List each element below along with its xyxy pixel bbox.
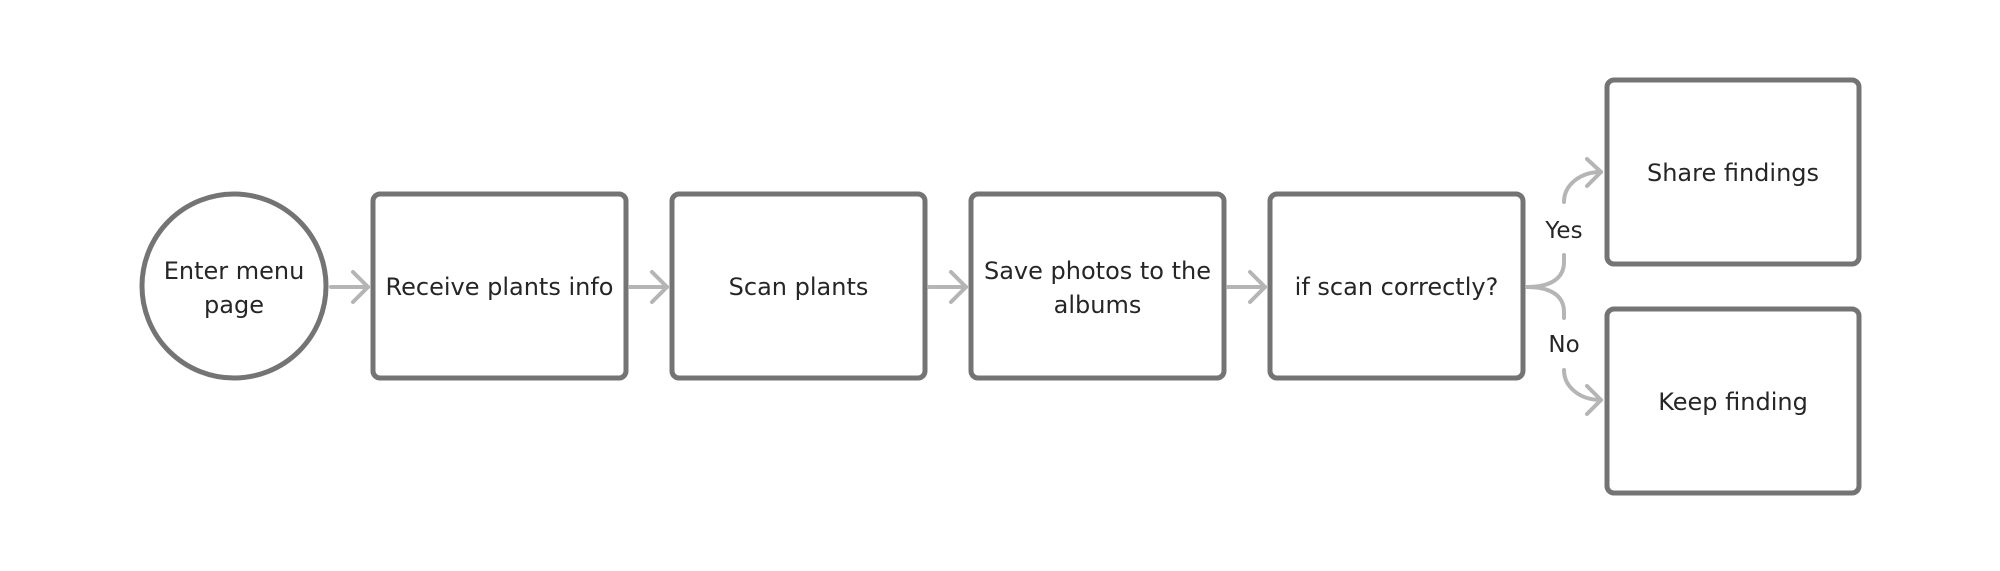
node-share-label: Share findings	[1647, 159, 1819, 187]
node-decision-label: if scan correctly?	[1295, 273, 1499, 301]
share-box	[1604, 77, 1862, 267]
keep-box	[1604, 306, 1862, 496]
start-circle	[139, 191, 329, 381]
node-start[interactable]: Enter menu page	[139, 191, 329, 381]
node-share[interactable]: Share findings	[1604, 77, 1862, 267]
node-start-label-line2: page	[204, 291, 264, 319]
node-start-label-line1: Enter menu	[164, 257, 305, 285]
arrow-start-to-receive	[329, 270, 370, 304]
decision-box	[1267, 191, 1526, 381]
arrow-yes-to-share	[1562, 157, 1603, 204]
save-box	[968, 191, 1227, 381]
node-receive[interactable]: Receive plants info	[370, 191, 629, 381]
arrow-scan-to-save	[927, 270, 968, 304]
receive-box	[370, 191, 629, 381]
scan-box	[669, 191, 928, 381]
node-save-label-line1: Save photos to the	[984, 257, 1211, 285]
node-save-label-line2: albums	[1054, 291, 1142, 319]
arrow-no-to-keep	[1562, 368, 1603, 416]
branch-yes-label: Yes	[1544, 218, 1582, 244]
branch-connector	[1525, 253, 1566, 320]
node-decision[interactable]: if scan correctly?	[1267, 191, 1526, 381]
node-save[interactable]: Save photos to the albums	[968, 191, 1227, 381]
node-scan[interactable]: Scan plants	[669, 191, 928, 381]
node-keep[interactable]: Keep finding	[1604, 306, 1862, 496]
node-receive-label: Receive plants info	[386, 273, 614, 301]
arrow-save-to-decision	[1226, 270, 1267, 304]
node-scan-label: Scan plants	[729, 273, 869, 301]
branch-no-label: No	[1548, 332, 1579, 358]
node-keep-label: Keep finding	[1658, 388, 1808, 416]
arrow-receive-to-scan	[628, 270, 669, 304]
